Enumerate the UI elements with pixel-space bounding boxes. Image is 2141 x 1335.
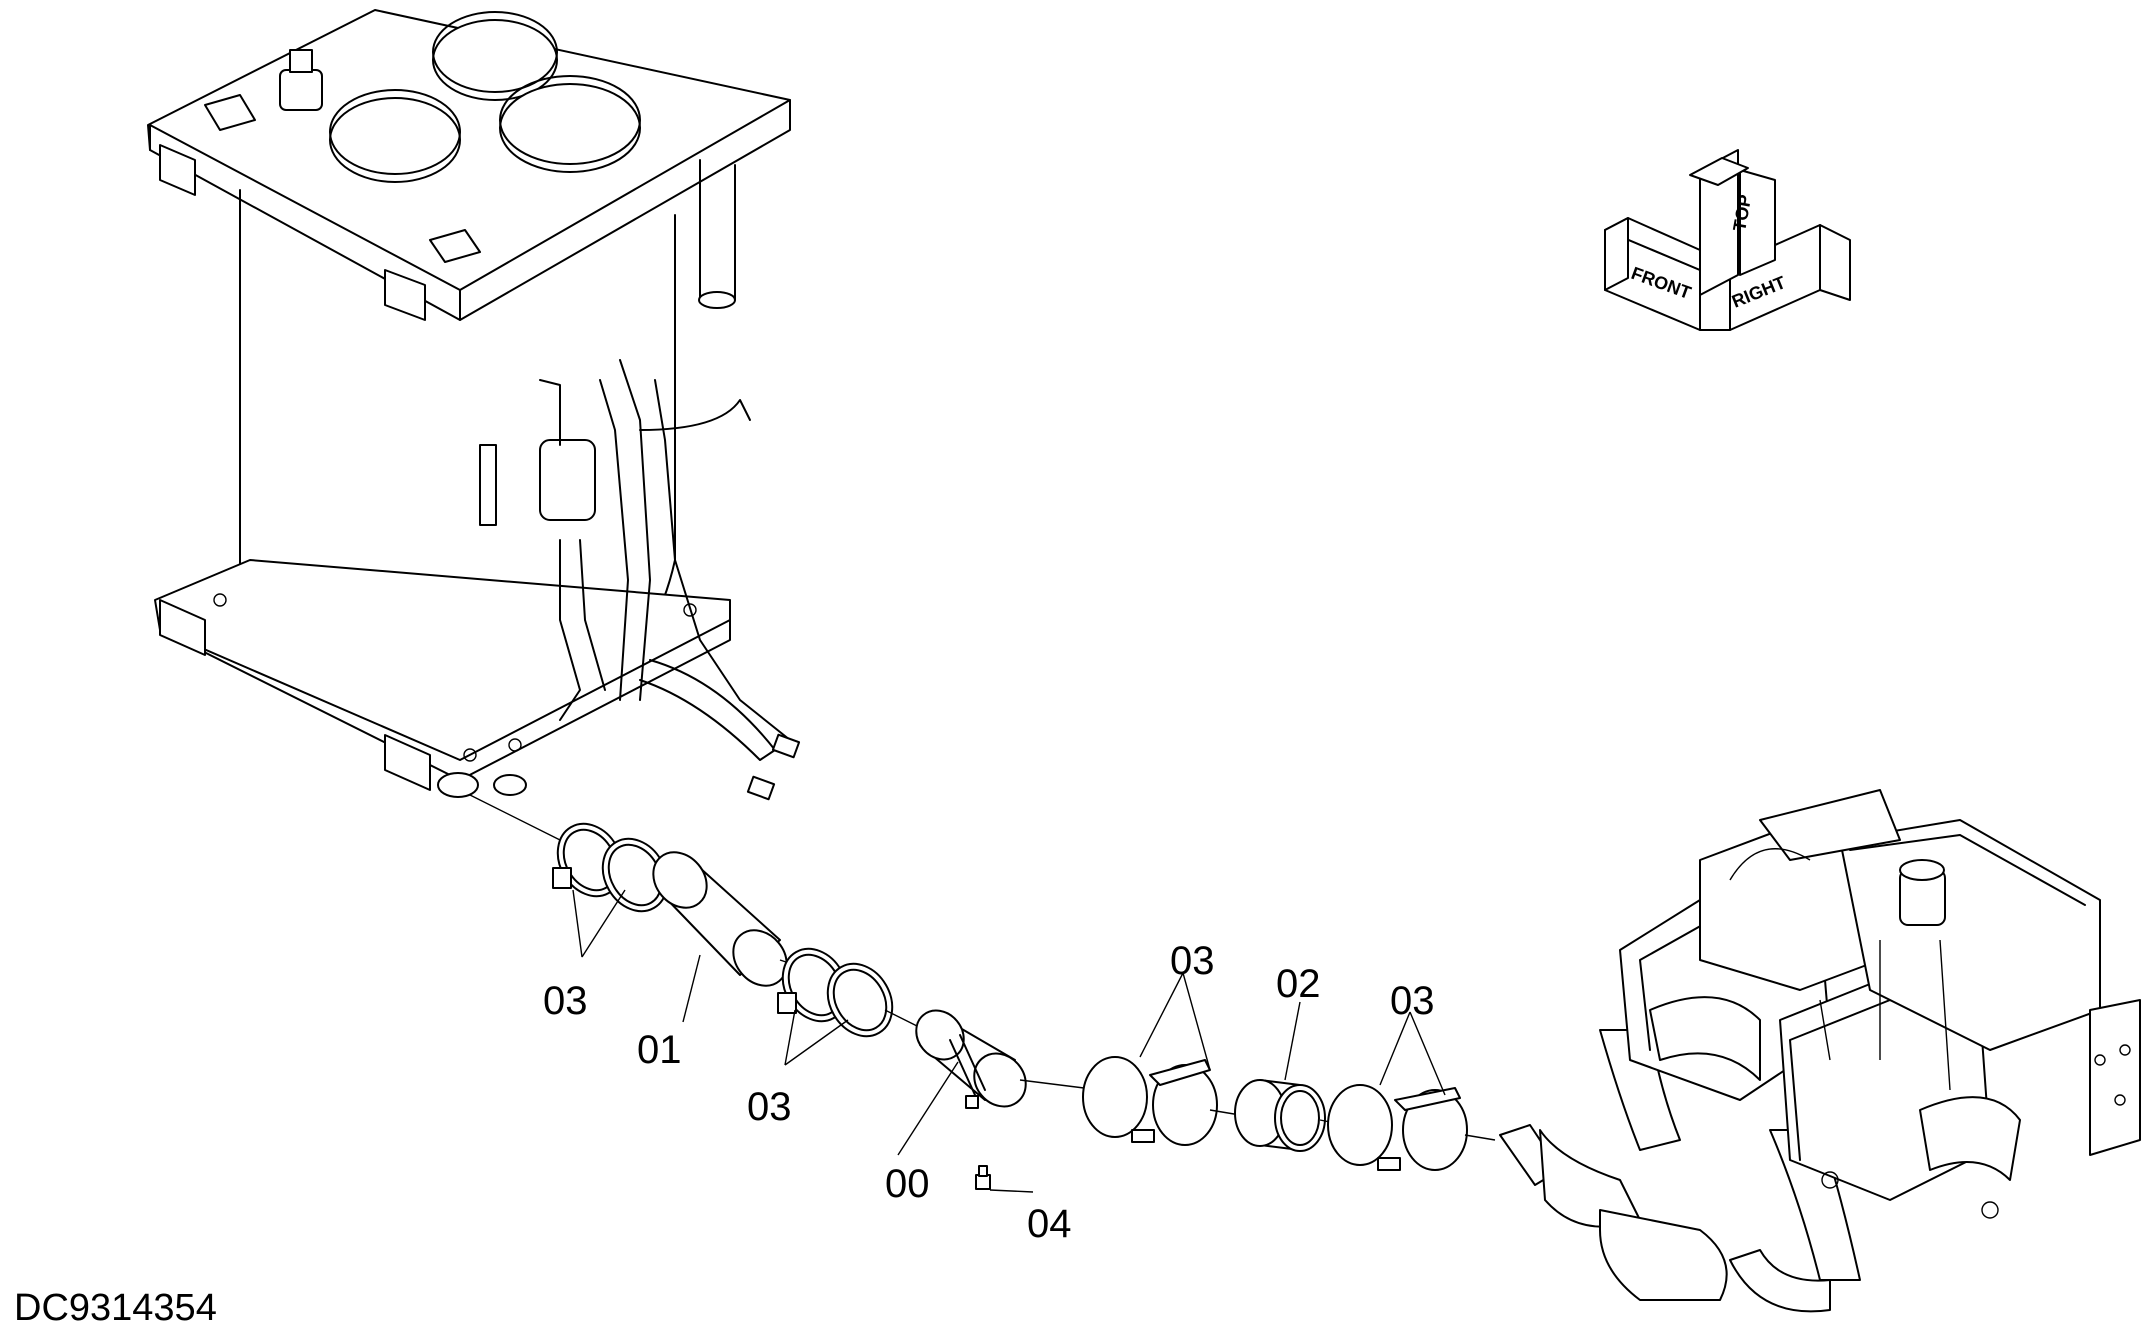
pump-assembly — [1499, 789, 2141, 1313]
clamp-pair-middle — [777, 947, 894, 1038]
callout-02: 02 — [1276, 962, 1321, 1006]
clamp-pair-right-1 — [1082, 1056, 1218, 1146]
callout-labels: 03 01 03 00 04 03 02 03 — [543, 939, 1435, 1246]
callout-03-right-1: 03 — [1170, 939, 1215, 983]
elbow-part-00 — [915, 1009, 1027, 1109]
hydraulic-tank — [147, 9, 801, 801]
clamp-pair-upper — [552, 822, 669, 913]
callout-00: 00 — [885, 1162, 930, 1206]
callout-03-left: 03 — [543, 979, 588, 1023]
clamp-pair-right-2 — [1327, 1084, 1468, 1171]
orientation-indicator: FRONT TOP RIGHT — [1604, 149, 1851, 331]
hose-part-01 — [652, 851, 788, 987]
drawing-id: DC9314354 — [14, 1287, 217, 1329]
callout-03-right-2: 03 — [1390, 979, 1435, 1023]
plug-part-04 — [975, 1165, 991, 1190]
leader-lines — [572, 889, 1446, 1193]
callout-01: 01 — [637, 1028, 682, 1072]
callout-04: 04 — [1027, 1202, 1072, 1246]
sleeve-part-02 — [1234, 1079, 1326, 1152]
callout-03-middle: 03 — [747, 1085, 792, 1129]
